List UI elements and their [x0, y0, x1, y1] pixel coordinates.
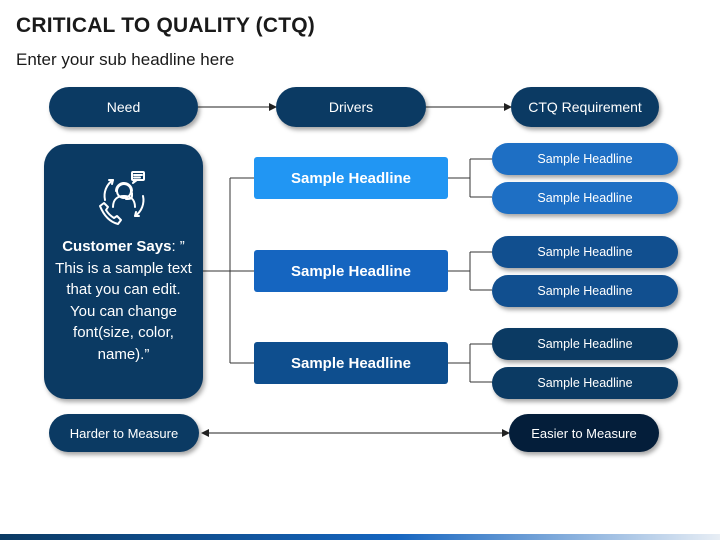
customer-quote: : ” This is a sample text that you can e…	[55, 238, 192, 363]
customer-to-drivers-bracket	[203, 177, 254, 364]
driver-2-to-ctq-bracket	[448, 251, 492, 291]
customer-quote-text: Customer Says: ” This is a sample text t…	[52, 236, 195, 365]
harder-to-measure-pill: Harder to Measure	[49, 414, 199, 452]
driver-3-headline: Sample Headline	[254, 342, 448, 384]
driver-3-to-ctq-bracket	[448, 343, 492, 383]
driver-2-headline: Sample Headline	[254, 250, 448, 292]
footer-accent-bar	[0, 534, 720, 540]
ctq-3b-pill: Sample Headline	[492, 367, 678, 399]
driver-1-to-ctq-bracket	[448, 158, 492, 198]
ctq-2b-pill: Sample Headline	[492, 275, 678, 307]
ctq-requirement-pill: CTQ Requirement	[511, 87, 659, 127]
easier-to-measure-pill: Easier to Measure	[509, 414, 659, 452]
customer-says-box: Customer Says: ” This is a sample text t…	[44, 144, 203, 399]
driver-1-headline: Sample Headline	[254, 157, 448, 199]
ctq-1b-pill: Sample Headline	[492, 182, 678, 214]
ctq-1a-pill: Sample Headline	[492, 143, 678, 175]
page-title: CRITICAL TO QUALITY (CTQ)	[16, 14, 315, 37]
ctq-3a-pill: Sample Headline	[492, 328, 678, 360]
page-subtitle: Enter your sub headline here	[16, 50, 235, 69]
customer-says-label: Customer Says	[62, 238, 172, 255]
customer-support-headset-icon	[99, 171, 145, 225]
drivers-pill: Drivers	[276, 87, 426, 127]
need-pill: Need	[49, 87, 198, 127]
ctq-2a-pill: Sample Headline	[492, 236, 678, 268]
